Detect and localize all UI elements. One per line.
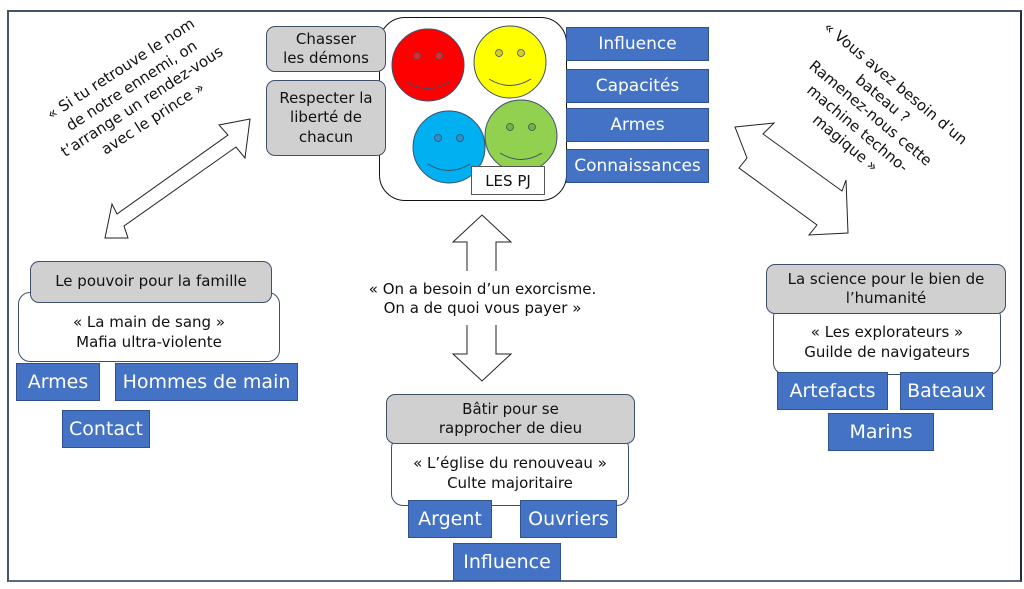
faction-right-asset-artefacts: Artefacts (777, 372, 888, 410)
pj-label: LES PJ (471, 166, 545, 195)
pj-goal-2: Respecter la liberté de chacun (266, 80, 386, 156)
face-yellow-icon (473, 25, 547, 99)
faction-bottom-motto-line-2: rapprocher de dieu (438, 419, 583, 437)
pj-asset-influence: Influence (566, 27, 709, 61)
faction-right-type: Guilde de navigateurs (804, 343, 970, 361)
faction-bottom-card: « L’église du renouveau » Culte majorita… (391, 436, 629, 506)
double-arrow-left-icon (104, 118, 251, 239)
pj-asset-capacites: Capacités (566, 69, 709, 103)
faction-left-type: Mafia ultra-violente (76, 333, 222, 351)
faction-left-asset-hommes-de-main: Hommes de main (115, 363, 298, 401)
faction-bottom-motto: Bâtir pour se rapprocher de dieu (386, 394, 635, 444)
double-arrow-right-icon (734, 122, 849, 236)
pj-goal-1: Chasser les démons (266, 26, 386, 72)
faction-right-motto: La science pour le bien de l’humanité (766, 264, 1006, 314)
faction-left-card: « La main de sang » Mafia ultra-violente (18, 292, 280, 362)
pj-goal-2-label: Respecter la liberté de chacun (279, 88, 373, 146)
pj-goal-1-label: Chasser les démons (283, 29, 369, 68)
face-green-icon (484, 99, 558, 173)
quote-center: « On a besoin d’un exorcisme. On a de qu… (345, 280, 620, 318)
faction-bottom-asset-influence: Influence (453, 543, 561, 581)
pj-asset-connaissances: Connaissances (566, 149, 709, 183)
face-red-icon (391, 28, 465, 102)
faction-bottom-asset-argent: Argent (408, 500, 492, 538)
quote-center-line-1: « On a besoin d’un exorcisme. (368, 280, 597, 298)
faction-right-card: « Les explorateurs » Guilde de navigateu… (773, 305, 1001, 375)
faction-bottom-asset-ouvriers: Ouvriers (520, 500, 617, 538)
faction-left-name: « La main de sang » (72, 312, 225, 331)
face-blue-icon (412, 110, 486, 184)
quote-center-line-2: On a de quoi vous payer » (383, 298, 582, 317)
faction-right-motto-line-1: La science pour le bien de (787, 270, 985, 289)
faction-right-asset-bateaux: Bateaux (900, 372, 993, 410)
faction-right-motto-line-2: l’humanité (845, 289, 927, 307)
double-arrow-vertical-icon (451, 214, 513, 382)
faction-right-asset-marins: Marins (828, 413, 934, 451)
faction-left-asset-contact: Contact (62, 410, 150, 448)
faction-bottom-motto-line-1: Bâtir pour se (462, 400, 559, 419)
faction-bottom-name: « L’église du renouveau » (413, 453, 607, 472)
faction-left-asset-armes: Armes (16, 363, 100, 401)
faction-bottom-type: Culte majoritaire (447, 474, 573, 492)
faction-left-motto: Le pouvoir pour la famille (30, 261, 272, 303)
faction-right-name: « Les explorateurs » (810, 322, 964, 341)
pj-asset-armes: Armes (566, 108, 709, 142)
